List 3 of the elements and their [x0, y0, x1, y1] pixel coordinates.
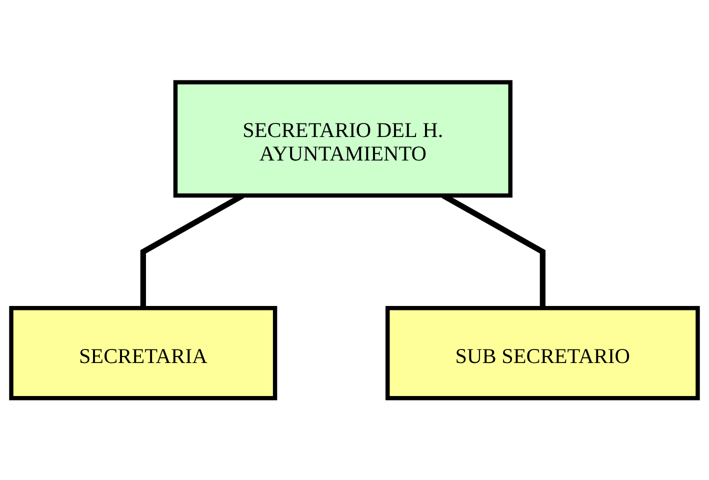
node-box: SECRETARIO DEL H. AYUNTAMIENTO: [173, 80, 512, 198]
node-box: SUB SECRETARIO: [386, 306, 700, 400]
node-box: SECRETARIA: [9, 306, 278, 400]
